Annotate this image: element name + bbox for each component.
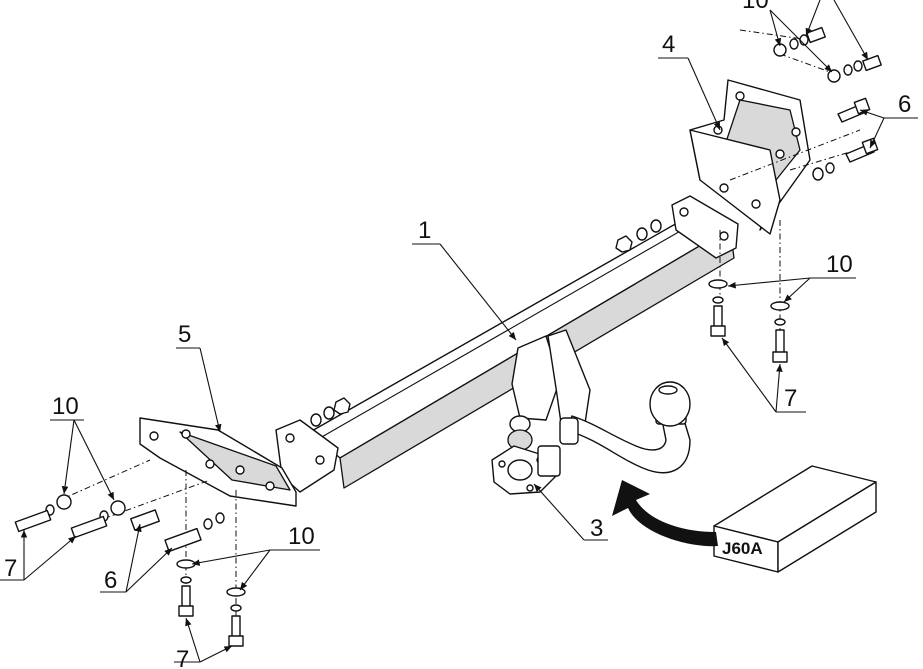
callout-3: 3 (590, 515, 603, 542)
bar-end-nuts-right (615, 219, 662, 253)
callout-7-left: 7 (4, 555, 17, 582)
right-side-bracket (689, 79, 811, 235)
callout-10-top: 10 (742, 0, 769, 14)
right-vertical-bolts-7 (708, 279, 790, 363)
kit-arrow (612, 480, 718, 547)
callout-5: 5 (178, 321, 191, 348)
wiring-kit-box: J60A (713, 465, 877, 573)
left-side-bracket (139, 417, 297, 507)
callout-1: 1 (418, 217, 431, 244)
left-bolts (14, 494, 225, 553)
top-bolt-group (773, 26, 882, 83)
tow-ball (649, 381, 691, 427)
ball-neck-bracket (507, 329, 591, 451)
callout-labels: 1 3 4 5 6 10 10 7 10 7 6 10 7 (4, 0, 911, 669)
kit-box-label: J60A (722, 539, 763, 558)
bar-end-nuts-left (310, 397, 351, 427)
callout-10-bottom: 10 (288, 523, 315, 550)
callout-10-right: 10 (826, 251, 853, 278)
callout-4: 4 (662, 31, 675, 58)
callout-7-bottom: 7 (176, 646, 189, 669)
callout-10-left: 10 (52, 393, 79, 420)
bottom-vertical-bolts-7 (176, 559, 246, 647)
callout-6-right: 6 (898, 91, 911, 118)
socket-plate (491, 445, 561, 495)
right-bolts-6 (812, 97, 879, 181)
callout-7-right: 7 (784, 385, 797, 412)
callout-6-left: 6 (104, 567, 117, 594)
